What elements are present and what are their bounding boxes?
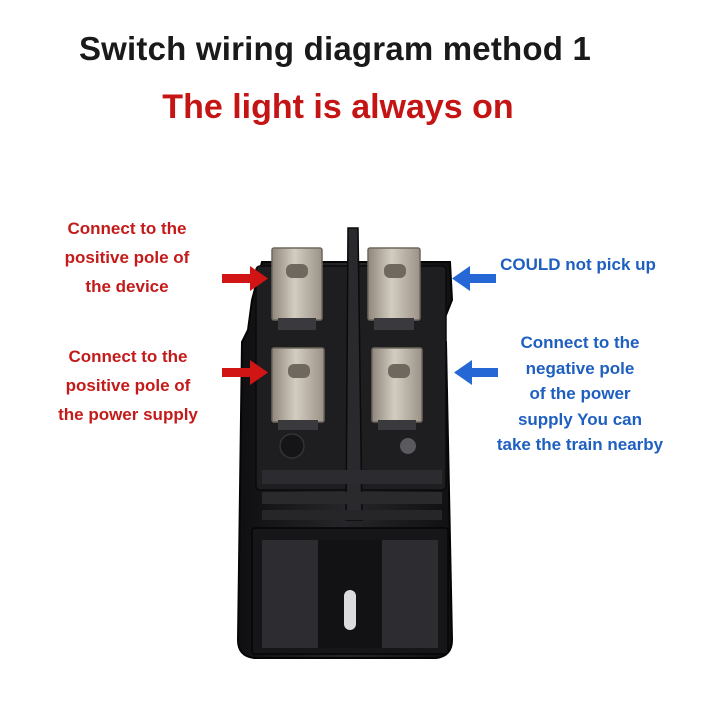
- terminal-bottom-right: [371, 347, 423, 430]
- label-bottom-right: Connect to the negative pole of the powe…: [496, 333, 664, 454]
- diagram-title: Switch wiring diagram method 1: [78, 30, 592, 67]
- label-top-right: COULD not pick up: [500, 255, 656, 274]
- terminal-top-right: [367, 247, 421, 330]
- red-arrow-bottom: [222, 360, 268, 385]
- red-arrow-top: [222, 266, 268, 291]
- blue-arrow-bottom: [454, 360, 498, 385]
- terminal-bottom-left: [271, 347, 325, 430]
- diagram-subtitle: The light is always on: [162, 88, 514, 126]
- terminal-top-left: [271, 247, 323, 330]
- label-top-left: Connect to the positive pole of the devi…: [64, 219, 190, 296]
- blue-arrow-top: [452, 266, 496, 291]
- label-bottom-left: Connect to the positive pole of the powe…: [58, 347, 198, 424]
